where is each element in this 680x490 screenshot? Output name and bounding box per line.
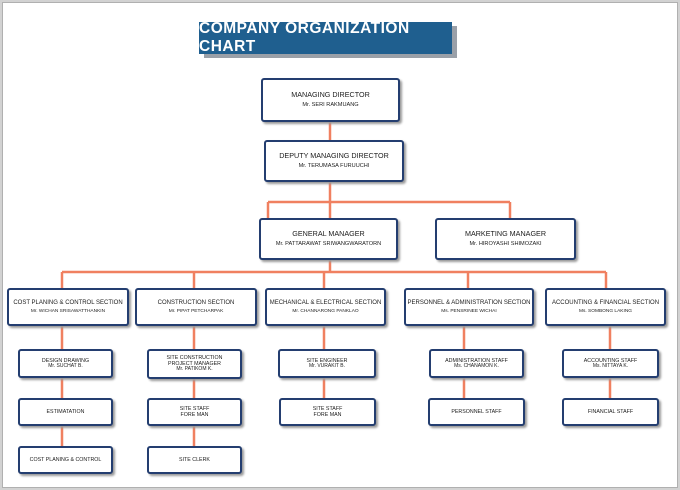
section-title: PERSONNEL & ADMINISTRATION SECTION: [407, 299, 531, 306]
unit-title: ADMINISTRATION STAFF: [445, 357, 508, 364]
unit-subtitle: PROJECT MANAGER: [168, 361, 221, 368]
unit-box-site-staff-construction: SITE STAFF FORE MAN: [147, 398, 242, 426]
unit-box-design-drawing: DESIGN DRAWING Mr. SUCHAT B.: [18, 349, 113, 378]
page-title: COMPANY ORGANIZATION CHART: [199, 20, 452, 55]
unit-person: Ms. NITTAYA K.: [592, 362, 629, 369]
unit-box-cost-planing-control: COST PLANING & CONTROL: [18, 446, 113, 474]
section-head: Mr. CHANNARONG PANKLAO: [292, 308, 359, 314]
section-title: MECHANICAL & ELECTRICAL SECTION: [269, 299, 382, 306]
general-manager-title: GENERAL MANAGER: [292, 229, 365, 239]
general-manager-person: Mr. PATTARAWAT SRIWANGWARATORN: [275, 241, 382, 248]
unit-box-financial-staff: FINANCIAL STAFF: [562, 398, 659, 426]
unit-box-site-construction: SITE CONSTRUCTION PROJECT MANAGER Mr. PA…: [147, 349, 242, 379]
section-box-construction: CONSTRUCTION SECTION Mr. PIPAT PETCHARPA…: [135, 288, 257, 326]
section-box-cost-planing: COST PLANING & CONTROL SECTION Mr. WICHA…: [7, 288, 129, 326]
section-title: ACCOUNTING & FINANCIAL SECTION: [551, 299, 660, 306]
section-head: Ms. SOMBONG LAKING: [578, 308, 633, 314]
unit-box-site-staff-mechanical: SITE STAFF FORE MAN: [279, 398, 376, 426]
unit-box-personnel-staff: PERSONNEL STAFF: [428, 398, 525, 426]
unit-person: Mr. SUCHAT B.: [48, 362, 83, 369]
unit-box-site-engineer: SITE ENGINEER Mr. VURAKIT B.: [278, 349, 376, 378]
unit-box-administration-staff: ADMINISTRATION STAFF Ms. CHANAMON K.: [429, 349, 524, 378]
unit-box-estimatation: ESTIMATATION: [18, 398, 113, 426]
section-head: Mr. PIPAT PETCHARPAK: [168, 308, 224, 314]
managing-director-box: MANAGING DIRECTOR Mr. SERI RAKMUANG: [261, 78, 400, 122]
section-title: COST PLANING & CONTROL SECTION: [13, 299, 123, 306]
marketing-manager-title: MARKETING MANAGER: [464, 229, 547, 239]
unit-person: Ms. CHANAMON K.: [454, 362, 499, 369]
deputy-managing-director-person: Mr. TERUMASA FURUUCHI: [298, 163, 370, 170]
unit-title: SITE ENGINEER: [306, 357, 348, 364]
section-box-mechanical-electrical: MECHANICAL & ELECTRICAL SECTION Mr. CHAN…: [265, 288, 386, 326]
unit-title: FINANCIAL STAFF: [587, 408, 634, 415]
unit-title: SITE STAFF: [312, 405, 343, 412]
section-head: Mr. WICHAN SRISAWATTHANKIN: [30, 308, 106, 314]
unit-title: SITE CLERK: [179, 456, 210, 463]
unit-subtitle: FORE MAN: [313, 412, 342, 418]
deputy-managing-director-title: DEPUTY MANAGING DIRECTOR: [279, 151, 389, 161]
marketing-manager-person: Mr. HIROYASHI SHIMOZAKI: [469, 241, 542, 248]
unit-person: Mr. VURAKIT B.: [308, 362, 346, 369]
unit-title: DESIGN DRAWING: [41, 357, 90, 364]
unit-subtitle: FORE MAN: [180, 412, 209, 418]
managing-director-person: Mr. SERI RAKMUANG: [302, 102, 359, 109]
section-box-accounting-financial: ACCOUNTING & FINANCIAL SECTION Ms. SOMBO…: [545, 288, 666, 326]
managing-director-title: MANAGING DIRECTOR: [291, 90, 370, 100]
section-box-personnel-administration: PERSONNEL & ADMINISTRATION SECTION Ms. P…: [404, 288, 534, 326]
section-title: CONSTRUCTION SECTION: [157, 299, 235, 306]
section-head: Ms. PENSRINEE WICHAI: [441, 308, 497, 314]
unit-title: PERSONNEL STAFF: [451, 408, 502, 415]
deputy-managing-director-box: DEPUTY MANAGING DIRECTOR Mr. TERUMASA FU…: [264, 140, 404, 182]
unit-title: SITE CONSTRUCTION: [166, 355, 223, 362]
unit-box-accounting-staff: ACCOUNTING STAFF Ms. NITTAYA K.: [562, 349, 659, 378]
general-manager-box: GENERAL MANAGER Mr. PATTARAWAT SRIWANGWA…: [259, 218, 398, 260]
unit-title: SITE STAFF: [179, 405, 210, 412]
unit-title: ESTIMATATION: [46, 408, 85, 415]
unit-person: Mr. PATIKOM K.: [176, 366, 213, 373]
unit-title: COST PLANING & CONTROL: [29, 456, 102, 463]
marketing-manager-box: MARKETING MANAGER Mr. HIROYASHI SHIMOZAK…: [435, 218, 576, 260]
unit-title: ACCOUNTING STAFF: [583, 357, 638, 364]
unit-box-site-clerk: SITE CLERK: [147, 446, 242, 474]
